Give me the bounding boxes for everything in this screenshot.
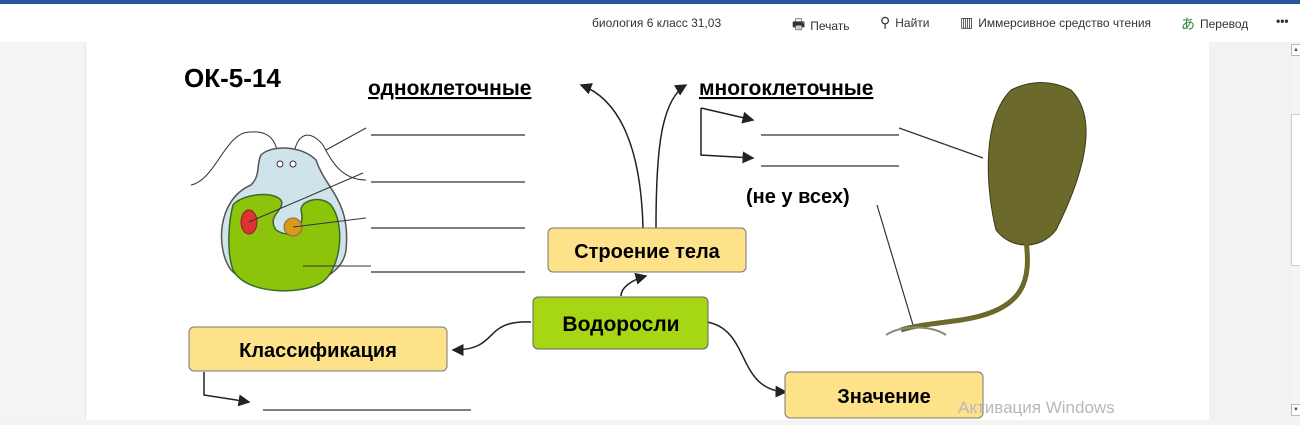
search-icon: ⚲ <box>880 14 891 30</box>
printer-icon: 🖶 <box>792 16 806 32</box>
code-label: ОК-5-14 <box>184 63 281 93</box>
document-page: ОК-5-14 одноклеточные многоклеточные (не… <box>85 42 1210 420</box>
classification-box: Классификация <box>188 326 448 372</box>
activation-watermark: Активация Windows <box>958 398 1115 417</box>
book-icon: ▥ <box>960 14 974 30</box>
svg-text:Классификация: Классификация <box>239 340 397 362</box>
multicellular-label: многоклеточные <box>699 77 873 100</box>
immersive-reader-button[interactable]: ▥Иммерсивное средство чтения <box>960 14 1152 30</box>
algae-box: Водоросли <box>532 296 709 350</box>
find-button[interactable]: ⚲Найти <box>880 14 930 30</box>
answer-lines <box>263 127 984 411</box>
toolbar: биология 6 класс 31,03 🖶Печать ⚲Найти ▥И… <box>0 4 1300 42</box>
kelp-drawing <box>885 82 1087 336</box>
more-button[interactable]: ••• <box>1276 14 1289 28</box>
algae-diagram: ОК-5-14 одноклеточные многоклеточные (не… <box>184 63 1087 419</box>
scroll-down-button[interactable]: ▼ <box>1291 404 1300 416</box>
title-bar <box>0 0 1300 4</box>
print-button[interactable]: 🖶Печать <box>792 14 850 38</box>
vertical-scrollbar[interactable]: ▲ ▼ <box>1291 42 1300 420</box>
svg-text:Строение тела: Строение тела <box>574 241 720 263</box>
chlamydomonas-drawing <box>190 127 371 292</box>
left-margin <box>0 42 85 420</box>
svg-text:Значение: Значение <box>837 386 930 408</box>
right-margin <box>1209 42 1291 420</box>
document-title: биология 6 класс 31,03 <box>592 16 722 30</box>
translate-icon: あ <box>1181 16 1195 32</box>
scroll-up-button[interactable]: ▲ <box>1291 44 1300 56</box>
scroll-thumb[interactable] <box>1291 114 1300 266</box>
svg-text:Водоросли: Водоросли <box>562 313 679 336</box>
unicellular-label: одноклеточные <box>368 77 531 100</box>
importance-box: Значение <box>784 371 984 419</box>
structure-box: Строение тела <box>547 227 747 273</box>
not-all-label: (не у всех) <box>746 186 850 208</box>
